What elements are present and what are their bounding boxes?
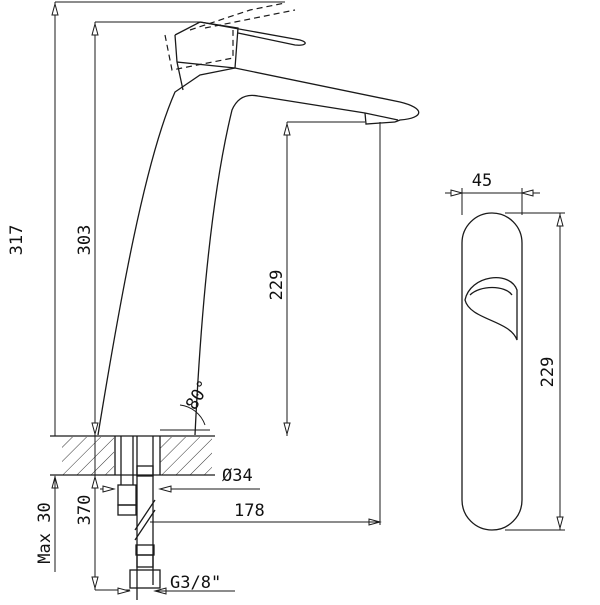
top-view-width-label: 45 <box>472 171 492 191</box>
faucet-top-view <box>445 188 565 531</box>
top-view-length-label: 229 <box>538 357 558 388</box>
lever-height-label: 303 <box>75 225 95 256</box>
spout-reach-label: 178 <box>234 501 265 521</box>
max-deck-thickness-label: Max 30 <box>35 502 55 563</box>
deck-section <box>50 435 215 600</box>
faucet-side-view <box>97 2 420 436</box>
hose-length-label: 370 <box>75 495 95 526</box>
connection-label: G3/8" <box>170 573 221 593</box>
lever-angle-label: 80° <box>182 377 215 414</box>
spout-height-label: 229 <box>267 270 287 301</box>
overall-height-label: 317 <box>7 225 27 256</box>
hole-diameter-label: Ø34 <box>222 466 253 486</box>
dimension-lines <box>51 1 382 595</box>
